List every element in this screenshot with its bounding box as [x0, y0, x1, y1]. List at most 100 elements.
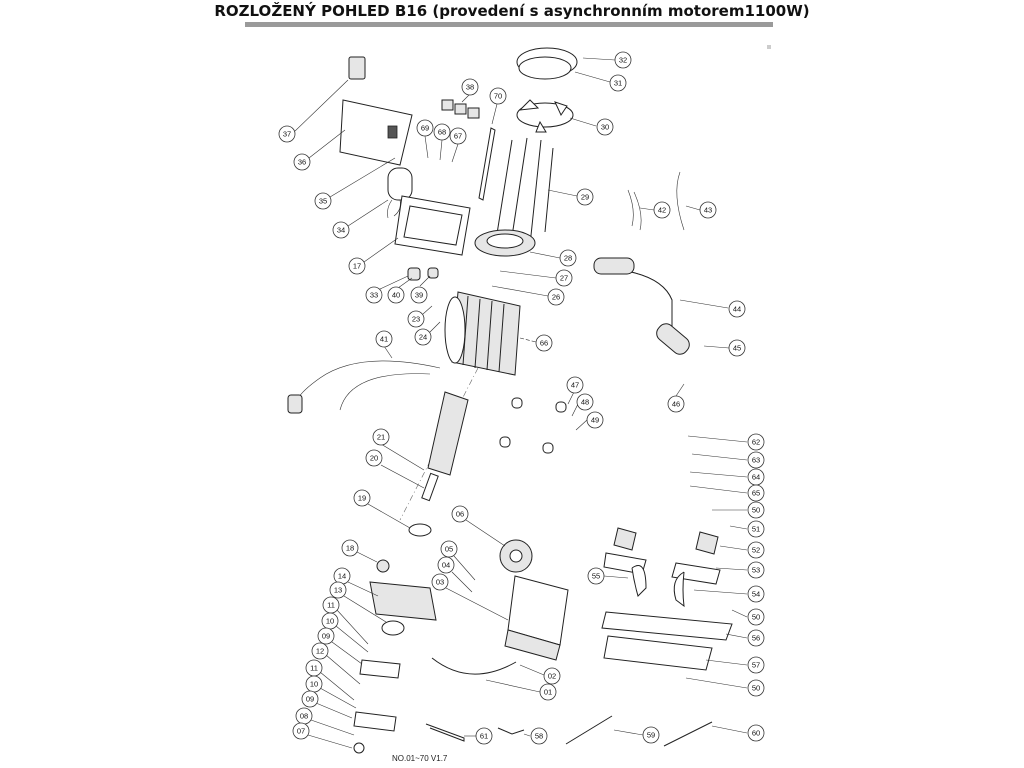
callout-68: 68 — [433, 123, 451, 161]
callout-45: 45 — [703, 339, 746, 357]
callout-70: 70 — [489, 87, 507, 125]
callout-20: 20 — [365, 449, 425, 489]
svg-text:27: 27 — [560, 274, 568, 283]
svg-text:48: 48 — [581, 398, 589, 407]
callout-02: 02 — [519, 664, 561, 685]
svg-text:31: 31 — [614, 79, 622, 88]
svg-text:49: 49 — [591, 416, 599, 425]
callout-06: 06 — [451, 505, 506, 547]
callout-46: 46 — [667, 383, 685, 413]
callout-11-a: 11 — [322, 596, 369, 645]
callout-35: 35 — [314, 157, 396, 210]
callout-36: 36 — [293, 129, 346, 171]
callout-52: 52 — [719, 541, 765, 559]
callout-58: 58 — [523, 727, 548, 745]
part-cable-tie — [478, 127, 496, 201]
svg-text:14: 14 — [338, 572, 346, 581]
svg-text:45: 45 — [733, 344, 741, 353]
callout-19: 19 — [353, 489, 411, 529]
svg-text:09: 09 — [306, 695, 314, 704]
svg-text:40: 40 — [392, 291, 400, 300]
callout-24: 24 — [414, 321, 441, 346]
callout-49: 49 — [575, 411, 604, 431]
callout-40: 40 — [387, 277, 413, 304]
svg-text:32: 32 — [619, 56, 627, 65]
svg-text:08: 08 — [300, 712, 308, 721]
svg-text:21: 21 — [377, 433, 385, 442]
svg-text:17: 17 — [353, 262, 361, 271]
callout-42: 42 — [639, 201, 671, 219]
svg-text:09: 09 — [322, 632, 330, 641]
svg-text:10: 10 — [326, 617, 334, 626]
svg-text:46: 46 — [672, 400, 680, 409]
callout-47: 47 — [566, 376, 584, 405]
part-carry-handle — [431, 657, 517, 675]
svg-text:56: 56 — [752, 634, 760, 643]
callout-61: 61 — [464, 727, 493, 745]
title-underline — [245, 22, 773, 27]
callout-37: 37 — [278, 79, 349, 143]
svg-text:39: 39 — [415, 291, 423, 300]
callout-56: 56 — [725, 629, 765, 647]
callout-29: 29 — [547, 188, 594, 206]
part-base-plates — [601, 611, 733, 671]
part-bearing-cap — [408, 523, 432, 537]
part-tool-holder-stack — [353, 659, 401, 754]
svg-text:70: 70 — [494, 92, 502, 101]
callout-38: 38 — [461, 78, 479, 103]
svg-text:65: 65 — [752, 489, 760, 498]
svg-text:69: 69 — [421, 124, 429, 133]
svg-text:01: 01 — [544, 688, 552, 697]
svg-text:07: 07 — [297, 727, 305, 736]
callout-01: 01 — [485, 679, 557, 701]
callout-67: 67 — [449, 127, 467, 163]
part-junction-box — [394, 195, 471, 256]
part-rotor — [399, 367, 479, 521]
callout-64: 64 — [689, 468, 765, 486]
svg-text:02: 02 — [548, 672, 556, 681]
callout-59: 59 — [613, 726, 660, 744]
callout-55: 55 — [587, 567, 629, 585]
svg-text:54: 54 — [752, 590, 760, 599]
callout-21: 21 — [372, 428, 425, 471]
callout-44: 44 — [679, 299, 746, 318]
part-capacitor — [387, 167, 413, 219]
part-end-shield — [474, 229, 536, 257]
corner-mark — [767, 45, 771, 49]
svg-text:42: 42 — [658, 206, 666, 215]
svg-text:43: 43 — [704, 206, 712, 215]
svg-text:06: 06 — [456, 510, 464, 519]
callout-31: 31 — [574, 71, 627, 92]
svg-text:50: 50 — [752, 684, 760, 693]
callout-69: 69 — [416, 119, 434, 159]
part-switch-plate — [339, 99, 413, 166]
svg-text:58: 58 — [535, 732, 543, 741]
svg-text:03: 03 — [436, 578, 444, 587]
callout-50-b: 50 — [731, 608, 765, 626]
callout-26: 26 — [491, 285, 565, 306]
svg-text:35: 35 — [319, 197, 327, 206]
callout-13: 13 — [329, 581, 387, 623]
callout-12: 12 — [311, 642, 361, 685]
svg-text:18: 18 — [346, 544, 354, 553]
svg-text:26: 26 — [552, 293, 560, 302]
svg-text:66: 66 — [540, 339, 548, 348]
callout-50-a: 50 — [712, 501, 765, 519]
svg-text:41: 41 — [380, 335, 388, 344]
part-stator — [444, 291, 521, 376]
callout-41: 41 — [375, 330, 393, 359]
part-adjusting-knob — [499, 539, 533, 573]
svg-text:50: 50 — [752, 506, 760, 515]
callout-28: 28 — [529, 249, 577, 267]
part-tie-rods — [495, 137, 554, 246]
svg-text:36: 36 — [298, 158, 306, 167]
svg-text:30: 30 — [601, 123, 609, 132]
part-handle — [593, 257, 690, 355]
part-cover-top — [516, 47, 578, 80]
part-switch — [348, 56, 366, 80]
callout-66: 66 — [519, 334, 553, 352]
svg-text:63: 63 — [752, 456, 760, 465]
callout-07: 07 — [292, 722, 353, 749]
callout-39: 39 — [410, 275, 431, 304]
part-hex-key — [425, 723, 465, 742]
